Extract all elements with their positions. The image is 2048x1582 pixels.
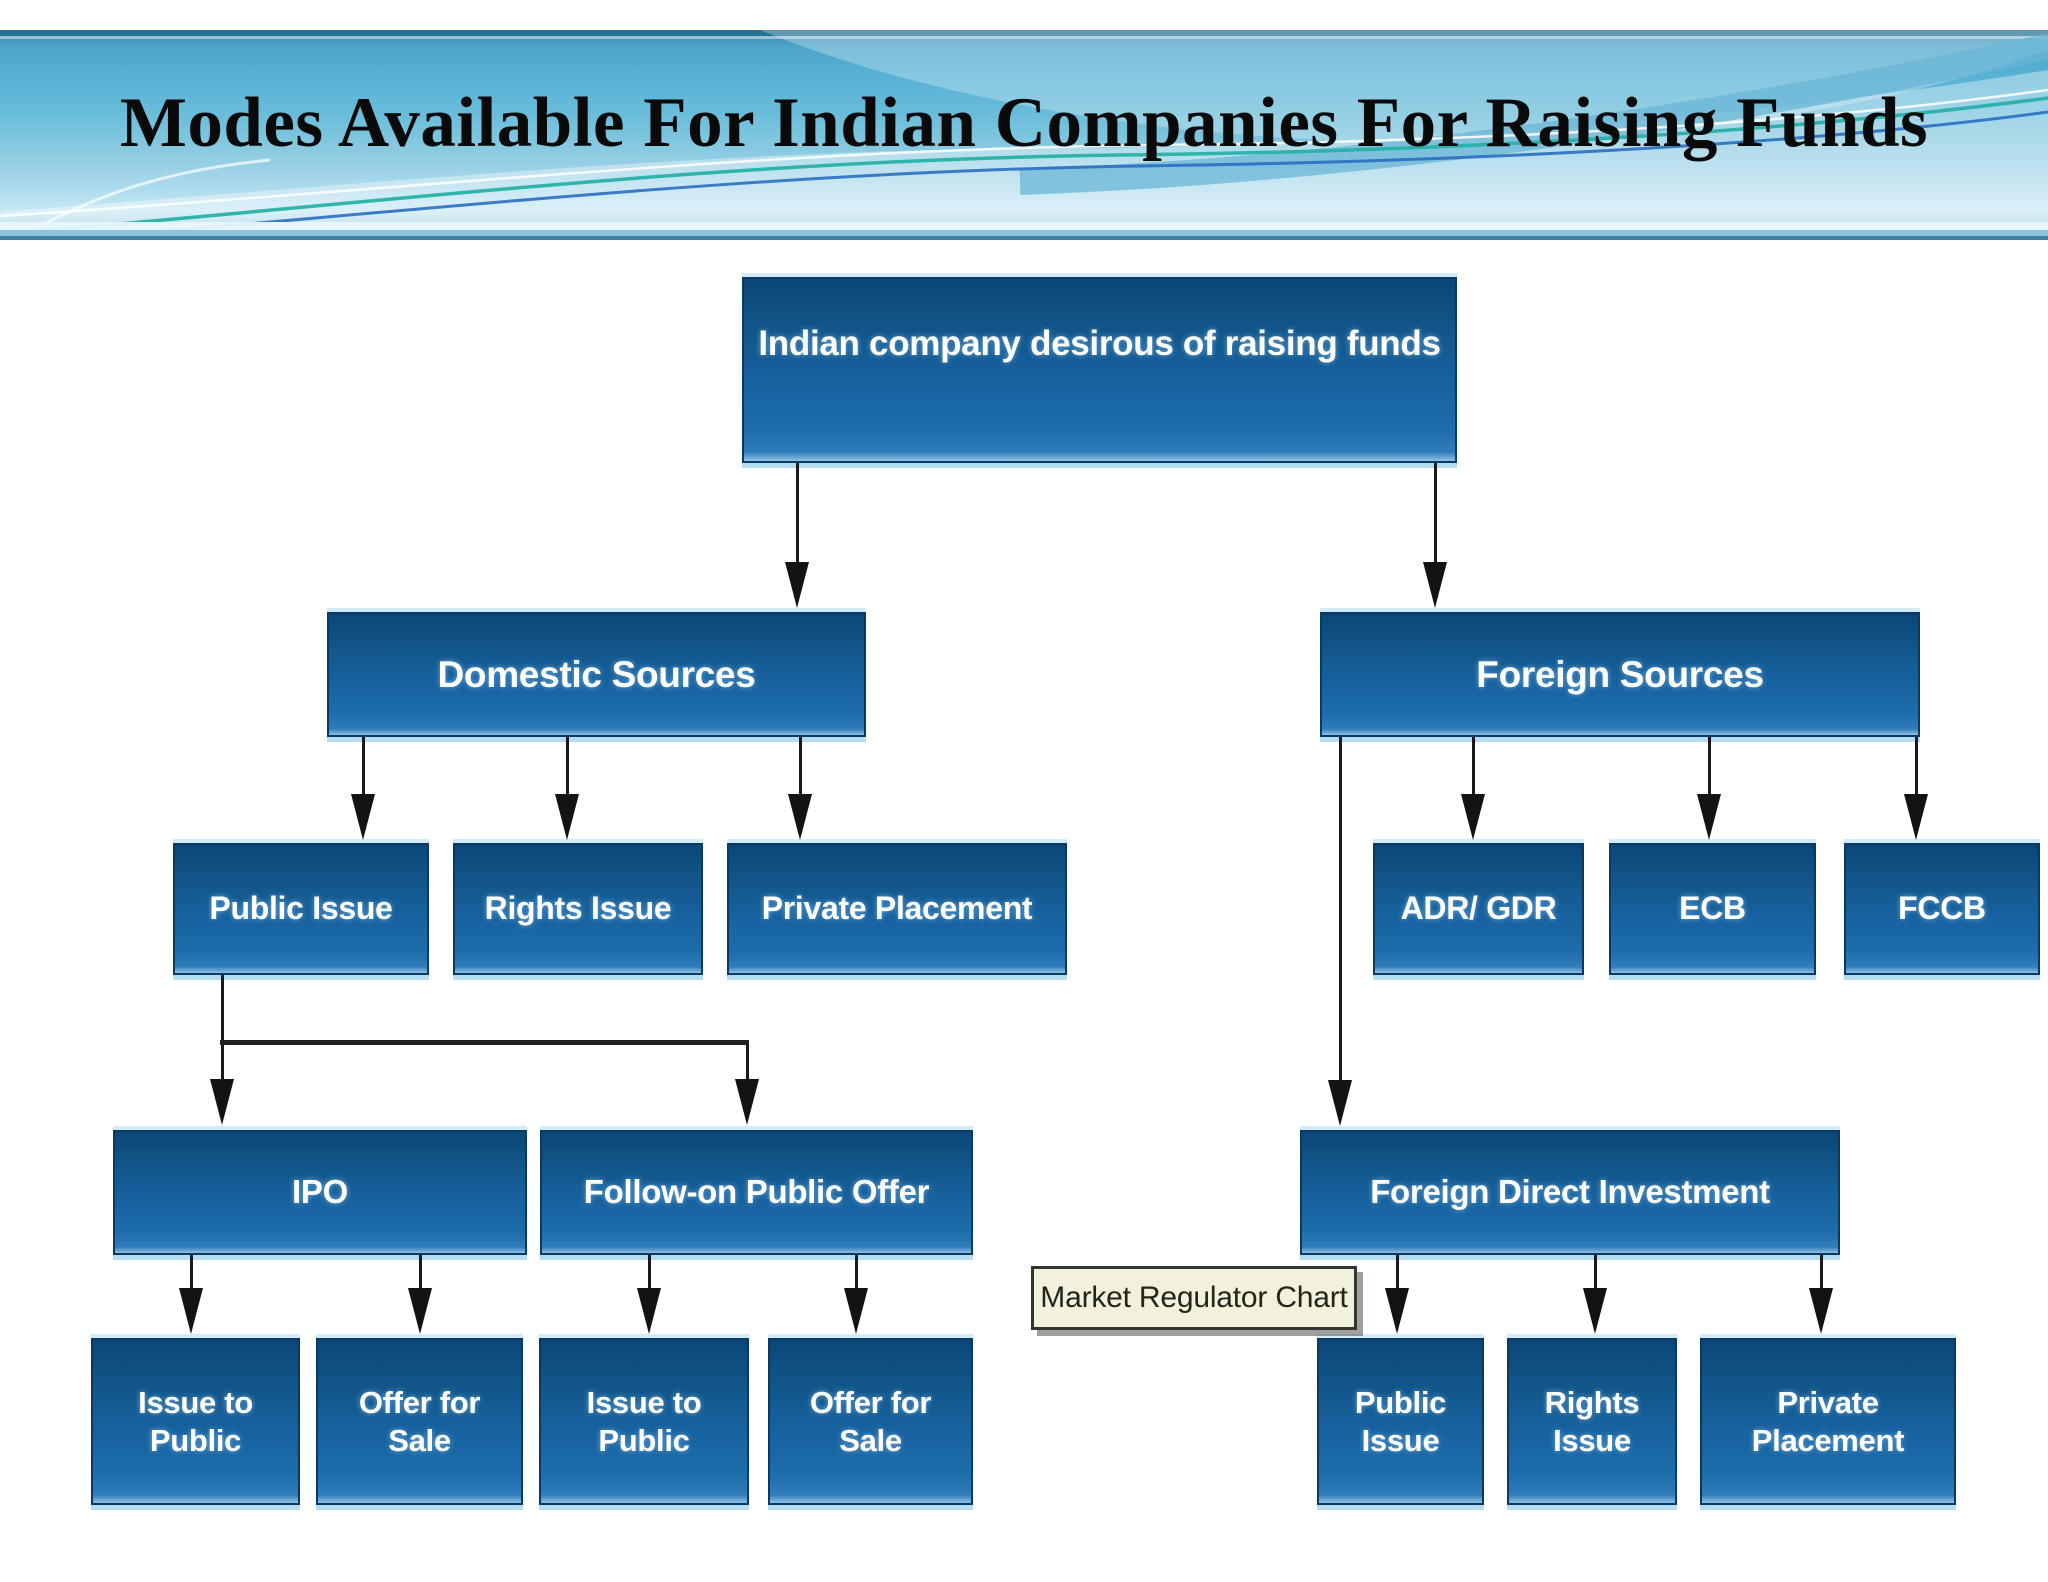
connector-ipo-offer-for-sale-line — [419, 1255, 422, 1291]
node-label: Foreign Sources — [1476, 653, 1764, 695]
connector-root-domestic-line — [796, 463, 799, 565]
node-public-issue-fdi: Public Issue — [1317, 1338, 1484, 1505]
connector-foreign-fdi-line — [1339, 737, 1342, 1082]
node-private-placement-fdi: Private Placement — [1700, 1338, 1956, 1505]
connector-fpo-issue-to-public-line — [648, 1255, 651, 1291]
node-issue-to-public-ipo: Issue to Public — [91, 1338, 300, 1505]
market-regulator-chart-tooltip: Market Regulator Chart — [1031, 1266, 1357, 1330]
node-private-placement: Private Placement — [727, 843, 1067, 975]
connector-foreign-ecb-line — [1708, 737, 1711, 797]
page-title: Modes Available For Indian Companies For… — [119, 84, 1929, 162]
connector-fdi-private-placement-arrowhead — [1809, 1288, 1833, 1334]
node-label: FCCB — [1898, 890, 1986, 927]
connector-fpo-issue-to-public-arrowhead — [637, 1288, 661, 1334]
connector-public-issue-stem-line — [221, 975, 224, 1044]
node-label: Public Issue — [209, 890, 393, 927]
banner-wave-decoration — [0, 30, 2048, 240]
node-label: Rights Issue — [1544, 1384, 1640, 1458]
node-label: Domestic Sources — [437, 653, 756, 695]
node-ecb: ECB — [1609, 843, 1816, 975]
connector-foreign-fdi-arrowhead — [1328, 1080, 1352, 1126]
connector-domestic-public-issue-arrowhead — [351, 794, 375, 840]
node-adr-gdr: ADR/ GDR — [1373, 843, 1584, 975]
connector-branch-ipo-arrowhead — [210, 1079, 234, 1125]
connector-branch-ipo-line — [221, 1044, 224, 1081]
connector-root-foreign-line — [1434, 463, 1437, 565]
node-label: Public Issue — [1354, 1384, 1447, 1458]
node-issue-to-public-fpo: Issue to Public — [539, 1338, 749, 1505]
connector-domestic-private-placement-arrowhead — [788, 794, 812, 840]
node-fccb: FCCB — [1844, 843, 2040, 975]
connector-foreign-adr-gdr-arrowhead — [1461, 794, 1485, 840]
connector-foreign-ecb-arrowhead — [1697, 794, 1721, 840]
connector-ipo-issue-to-public-arrowhead — [179, 1288, 203, 1334]
node-label: Offer for Sale — [358, 1384, 481, 1458]
node-foreign-direct-investment: Foreign Direct Investment — [1300, 1130, 1840, 1255]
node-label: IPO — [292, 1173, 348, 1211]
node-label: Follow-on Public Offer — [583, 1173, 930, 1211]
node-domestic-sources: Domestic Sources — [327, 612, 866, 737]
node-label: Private Placement — [761, 890, 1033, 927]
title-banner: Modes Available For Indian Companies For… — [0, 30, 2048, 240]
connector-branch-fpo-arrowhead — [735, 1079, 759, 1125]
connector-fdi-rights-issue-arrowhead — [1583, 1288, 1607, 1334]
node-offer-for-sale-ipo: Offer for Sale — [316, 1338, 523, 1505]
connector-ipo-issue-to-public-line — [190, 1255, 193, 1291]
connector-root-domestic-arrowhead — [785, 562, 809, 608]
connector-fdi-private-placement-line — [1820, 1255, 1823, 1291]
connector-foreign-adr-gdr-line — [1472, 737, 1475, 797]
connector-domestic-rights-issue-line — [566, 737, 569, 797]
node-offer-for-sale-fpo: Offer for Sale — [768, 1338, 973, 1505]
node-label: Rights Issue — [484, 890, 672, 927]
connector-root-foreign-arrowhead — [1423, 562, 1447, 608]
node-label: Issue to Public — [586, 1384, 702, 1458]
tooltip-label: Market Regulator Chart — [1040, 1281, 1348, 1314]
node-label: Indian company desirous of raising funds — [758, 323, 1441, 363]
connector-domestic-public-issue-line — [362, 737, 365, 797]
connector-branch-fpo-line — [746, 1044, 749, 1081]
node-public-issue: Public Issue — [173, 843, 429, 975]
node-label: Offer for Sale — [809, 1384, 932, 1458]
connector-fdi-public-issue-arrowhead — [1385, 1288, 1409, 1334]
connector-domestic-rights-issue-arrowhead — [555, 794, 579, 840]
connector-foreign-fccb-arrowhead — [1904, 794, 1928, 840]
node-label: Issue to Public — [138, 1384, 253, 1458]
node-rights-issue-fdi: Rights Issue — [1507, 1338, 1677, 1505]
node-ipo: IPO — [113, 1130, 527, 1255]
node-rights-issue: Rights Issue — [453, 843, 703, 975]
node-label: Foreign Direct Investment — [1370, 1173, 1770, 1211]
node-root: Indian company desirous of raising funds — [742, 277, 1457, 463]
connector-fpo-offer-for-sale-line — [855, 1255, 858, 1291]
connector-ipo-offer-for-sale-arrowhead — [408, 1288, 432, 1334]
node-label: Private Placement — [1751, 1384, 1905, 1458]
connector-fpo-offer-for-sale-arrowhead — [844, 1288, 868, 1334]
connector-foreign-fccb-line — [1915, 737, 1918, 797]
connector-fdi-public-issue-line — [1396, 1255, 1399, 1291]
connector-fdi-rights-issue-line — [1594, 1255, 1597, 1291]
node-label: ADR/ GDR — [1400, 890, 1557, 927]
node-follow-on-public-offer: Follow-on Public Offer — [540, 1130, 973, 1255]
node-label: ECB — [1679, 890, 1746, 927]
node-foreign-sources: Foreign Sources — [1320, 612, 1920, 737]
connector-domestic-private-placement-line — [799, 737, 802, 797]
connector-public-issue-branch-line — [220, 1040, 749, 1045]
